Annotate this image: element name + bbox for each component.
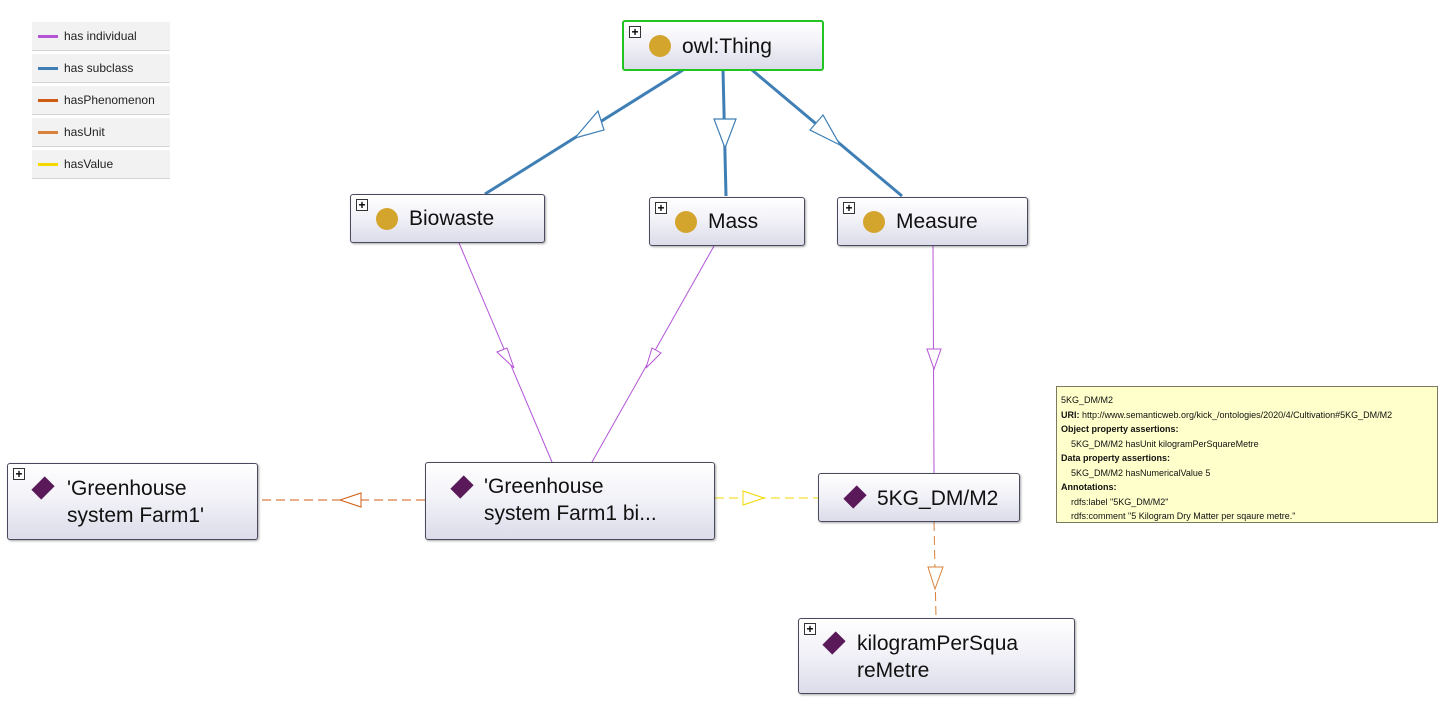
node-label: 'Greenhouse system Farm1' [67, 477, 205, 527]
legend: has individual has subclass hasPhenomeno… [32, 22, 170, 182]
tooltip-data-heading: Data property assertions: [1061, 453, 1171, 463]
tooltip-uri-line: URI: http://www.semanticweb.org/kick_/on… [1061, 408, 1433, 423]
node-label: Mass [708, 210, 759, 233]
node-mass[interactable]: + Mass [649, 197, 805, 246]
tooltip-annotation-comment: rdfs:comment "5 Kilogram Dry Matter per … [1071, 511, 1296, 521]
expand-icon[interactable]: + [843, 202, 855, 214]
individual-icon [822, 631, 846, 655]
tooltip-object-assertion: 5KG_DM/M2 hasUnit kilogramPerSquareMetre [1071, 438, 1259, 449]
legend-label: has subclass [64, 61, 134, 75]
legend-item-has-phenomenon[interactable]: hasPhenomenon [32, 86, 170, 115]
class-icon [649, 35, 671, 57]
class-icon [863, 211, 885, 233]
legend-item-has-subclass[interactable]: has subclass [32, 54, 170, 83]
legend-swatch [38, 130, 58, 134]
expand-icon[interactable]: + [629, 26, 641, 38]
edge-has-value [715, 490, 818, 506]
tooltip-object-heading: Object property assertions: [1061, 424, 1179, 434]
tooltip-title: 5KG_DM/M2 [1061, 395, 1114, 405]
edge-has-subclass-owl-thing-biowaste [484, 68, 684, 196]
legend-swatch [38, 66, 58, 70]
expand-icon[interactable]: + [13, 468, 25, 480]
individual-icon [843, 485, 867, 509]
legend-item-has-value[interactable]: hasValue [32, 150, 170, 179]
edge-has-subclass-owl-thing-measure [751, 68, 903, 198]
tooltip-annotation-label: rdfs:label "5KG_DM/M2" [1071, 496, 1169, 507]
legend-item-has-unit[interactable]: hasUnit [32, 118, 170, 147]
legend-item-has-individual[interactable]: has individual [32, 22, 170, 51]
node-owl-thing[interactable]: + owl:Thing [622, 20, 824, 71]
legend-swatch [38, 34, 58, 38]
legend-swatch [38, 162, 58, 166]
node-label: owl:Thing [682, 35, 772, 58]
individual-icon [31, 476, 55, 500]
node-label: Biowaste [409, 207, 495, 230]
edge-has-individual-mass [591, 245, 715, 463]
legend-label: hasValue [64, 157, 114, 171]
node-biowaste[interactable]: + Biowaste [350, 194, 545, 243]
expand-icon[interactable]: + [356, 199, 368, 211]
individual-icon [450, 475, 474, 499]
edge-has-individual-measure [926, 245, 942, 474]
node-label: 'Greenhouse system Farm1 bi... [484, 475, 657, 525]
expand-icon[interactable]: + [655, 202, 667, 214]
edge-has-individual-biowaste [458, 242, 553, 463]
node-label: Measure [896, 210, 978, 233]
tooltip-uri-label: URI: [1061, 409, 1080, 420]
tooltip-annotations-heading: Annotations: [1061, 482, 1117, 492]
legend-label: hasUnit [64, 125, 105, 139]
legend-label: has individual [64, 29, 137, 43]
node-label: 5KG_DM/M2 [877, 487, 999, 510]
legend-label: hasPhenomenon [64, 93, 155, 107]
entity-tooltip: 5KG_DM/M2 URI: http://www.semanticweb.or… [1056, 386, 1438, 523]
edge-has-subclass-owl-thing-mass [713, 69, 737, 197]
node-greenhouse-system-farm1-bi[interactable]: 'Greenhouse system Farm1 bi... [425, 462, 715, 540]
legend-swatch [38, 98, 58, 102]
edge-has-phenomenon [258, 492, 425, 508]
node-label: kilogramPerSqua reMetre [857, 632, 1019, 682]
node-kilogram-per-square-metre[interactable]: + kilogramPerSqua reMetre [798, 618, 1075, 694]
tooltip-uri-value: http://www.semanticweb.org/kick_/ontolog… [1079, 409, 1393, 420]
class-icon [675, 211, 697, 233]
expand-icon[interactable]: + [804, 623, 816, 635]
node-5kg-dm-m2[interactable]: 5KG_DM/M2 [818, 473, 1020, 522]
class-icon [376, 208, 398, 230]
edge-has-unit [927, 521, 944, 619]
node-measure[interactable]: + Measure [837, 197, 1028, 246]
node-greenhouse-system-farm1[interactable]: + 'Greenhouse system Farm1' [7, 463, 258, 540]
tooltip-data-assertion: 5KG_DM/M2 hasNumericalValue 5 [1071, 467, 1211, 478]
